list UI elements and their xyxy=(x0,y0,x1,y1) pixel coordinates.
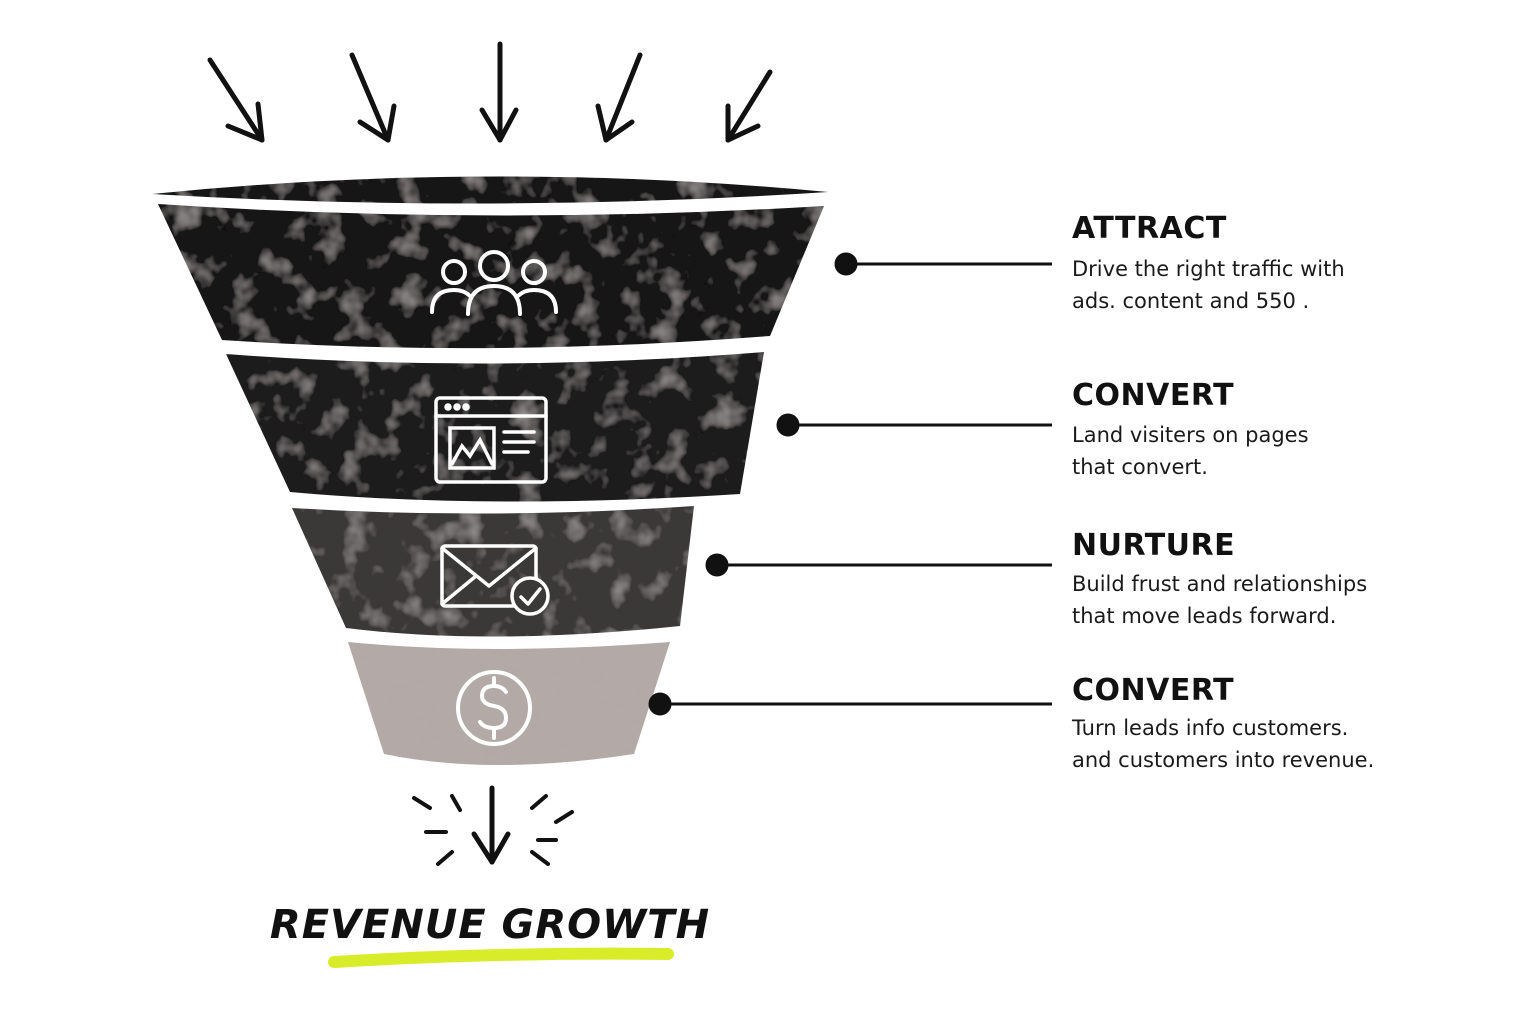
burst-lines-icon xyxy=(412,794,574,866)
incoming-arrow-4-icon xyxy=(595,52,643,143)
connector-convert xyxy=(776,413,1052,437)
landing-page-icon xyxy=(434,396,548,484)
connector-revenue xyxy=(648,692,1052,716)
incoming-arrow-3-icon xyxy=(479,41,519,143)
stage-heading: CONVERT xyxy=(1072,378,1234,413)
stage-nurture: NURTURE Build frust and relationships th… xyxy=(1072,528,1367,628)
stage-revenue: CONVERT Turn leads info customers. and c… xyxy=(1071,673,1374,772)
email-check-icon xyxy=(440,544,550,616)
stage-heading: CONVERT xyxy=(1072,673,1234,708)
people-group-icon xyxy=(430,250,558,316)
incoming-arrows xyxy=(207,41,773,143)
stage-description-line: and customers into revenue. xyxy=(1072,748,1374,772)
incoming-arrow-5-icon xyxy=(725,69,773,143)
stage-description-line: Drive the right traffic with xyxy=(1072,257,1345,281)
funnel-layer-revenue xyxy=(348,642,670,765)
stage-description-line: Build frust and relationships xyxy=(1072,572,1367,596)
funnel-rim xyxy=(152,176,828,204)
funnel-layer-nurture xyxy=(292,506,694,637)
incoming-arrow-2-icon xyxy=(349,52,397,143)
stage-heading: NURTURE xyxy=(1072,528,1235,563)
stage-description-line: Land visiters on pages xyxy=(1072,423,1309,447)
connectors xyxy=(648,252,1052,716)
output-arrow-icon xyxy=(471,785,511,865)
funnel-layer-attract xyxy=(158,204,824,349)
stage-heading: ATTRACT xyxy=(1072,211,1227,246)
connector-nurture xyxy=(705,553,1052,577)
incoming-arrow-1-icon xyxy=(207,57,265,143)
outcome-highlight xyxy=(328,947,674,968)
stage-description-line: that convert. xyxy=(1072,455,1208,479)
connector-attract xyxy=(834,252,1052,276)
outcome: REVENUE GROWTH xyxy=(270,902,710,968)
stage-description-line: Turn leads info customers. xyxy=(1071,716,1348,740)
funnel xyxy=(152,176,828,765)
stage-description-line: ads. content and 550 . xyxy=(1072,289,1309,313)
stage-convert: CONVERT Land visiters on pages that conv… xyxy=(1072,378,1309,479)
outcome-label: REVENUE GROWTH xyxy=(270,902,710,948)
stage-attract: ATTRACT Drive the right traffic with ads… xyxy=(1072,211,1345,313)
dollar-coin-icon xyxy=(456,670,532,746)
stage-description-line: that move leads forward. xyxy=(1072,604,1336,628)
